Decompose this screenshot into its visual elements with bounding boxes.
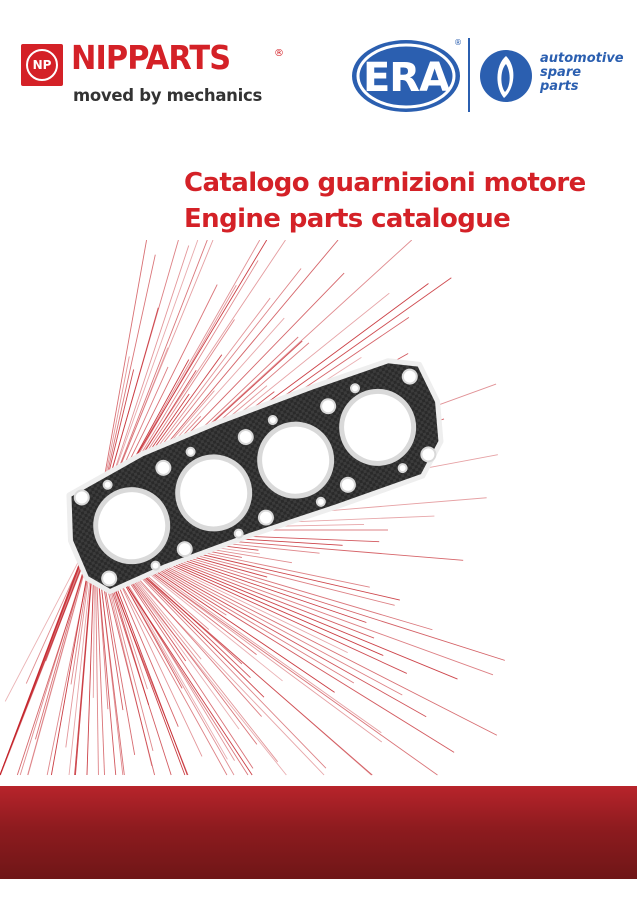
- ray-line: [94, 549, 99, 776]
- ray-line: [108, 544, 327, 769]
- catalogue-title-italian: Catalogo guarnizioni motore: [184, 168, 586, 198]
- ray-line: [110, 542, 438, 776]
- asp-line-1: automotive: [540, 51, 624, 66]
- nipparts-tagline: moved by mechanics: [73, 86, 262, 105]
- era-registered-mark: ®: [454, 38, 462, 47]
- head-gasket: [66, 358, 444, 595]
- ray-line: [4, 547, 87, 702]
- ray-line: [112, 538, 498, 736]
- ray-line: [95, 549, 105, 776]
- np-badge-icon: NP: [21, 44, 63, 86]
- ray-line: [35, 549, 90, 740]
- asp-emblem-icon: [480, 50, 532, 102]
- ray-line: [86, 549, 95, 776]
- ray-line: [98, 254, 156, 511]
- ray-line: [27, 549, 92, 776]
- asp-line-3: parts: [540, 79, 579, 94]
- ray-line: [103, 547, 287, 776]
- era-emblem-icon: ERA: [352, 40, 460, 112]
- nipparts-registered-mark: ®: [274, 48, 284, 59]
- ray-line: [74, 549, 95, 776]
- ray-line: [19, 549, 91, 776]
- ray-line: [0, 547, 86, 776]
- ray-line: [68, 549, 94, 776]
- ray-line: [111, 540, 455, 753]
- asp-line-2: spare: [540, 65, 582, 80]
- asp-tagline: automotive spare parts: [540, 52, 624, 94]
- era-divider: [468, 38, 470, 112]
- nipparts-logo: NP NIPPARTS ® moved by mechanics: [21, 38, 284, 112]
- ray-line: [107, 544, 373, 776]
- gasket-artwork: [0, 240, 505, 776]
- ray-line: [27, 549, 91, 776]
- era-logo: ERA ® automotive spare parts: [350, 38, 630, 118]
- era-wordmark: ERA: [363, 55, 450, 101]
- catalogue-title-english: Engine parts catalogue: [184, 204, 511, 234]
- ray-line: [105, 546, 325, 776]
- ray-line: [65, 549, 93, 748]
- footer-band: [0, 786, 637, 879]
- nipparts-wordmark: NIPPARTS: [71, 38, 231, 77]
- ray-line: [74, 549, 95, 776]
- ray-line: [98, 240, 148, 511]
- np-badge-text: NP: [26, 49, 58, 81]
- ray-line: [50, 549, 92, 776]
